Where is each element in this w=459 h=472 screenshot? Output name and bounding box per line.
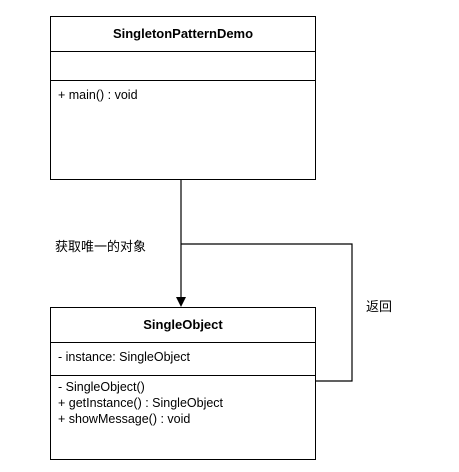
class-name: SingletonPatternDemo xyxy=(112,26,254,41)
attributes-section: - instance: SingleObject xyxy=(51,343,315,376)
operation-show-message: + showMessage() : void xyxy=(58,412,191,426)
operation-main: + main() : void xyxy=(58,88,138,102)
return-label: 返回 xyxy=(366,300,393,315)
operation-get-instance: + getInstance() : SingleObject xyxy=(58,396,224,410)
attributes-section xyxy=(51,52,315,81)
class-name-section: SingleObject xyxy=(51,308,315,343)
operations-section: + main() : void xyxy=(51,81,315,103)
attribute-instance: - instance: SingleObject xyxy=(58,350,191,364)
class-singleton-pattern-demo[interactable]: SingletonPatternDemo + main() : void xyxy=(50,16,316,180)
class-name-section: SingletonPatternDemo xyxy=(51,17,315,52)
operation-constructor: - SingleObject() xyxy=(58,380,145,394)
class-name: SingleObject xyxy=(143,317,223,332)
get-instance-arrowhead xyxy=(176,297,186,307)
class-single-object[interactable]: SingleObject - instance: SingleObject - … xyxy=(50,307,316,460)
get-instance-label: 获取唯一的对象 xyxy=(55,240,147,255)
operations-section: - SingleObject() + getInstance() : Singl… xyxy=(51,376,315,427)
return-loop-line xyxy=(181,243,353,382)
